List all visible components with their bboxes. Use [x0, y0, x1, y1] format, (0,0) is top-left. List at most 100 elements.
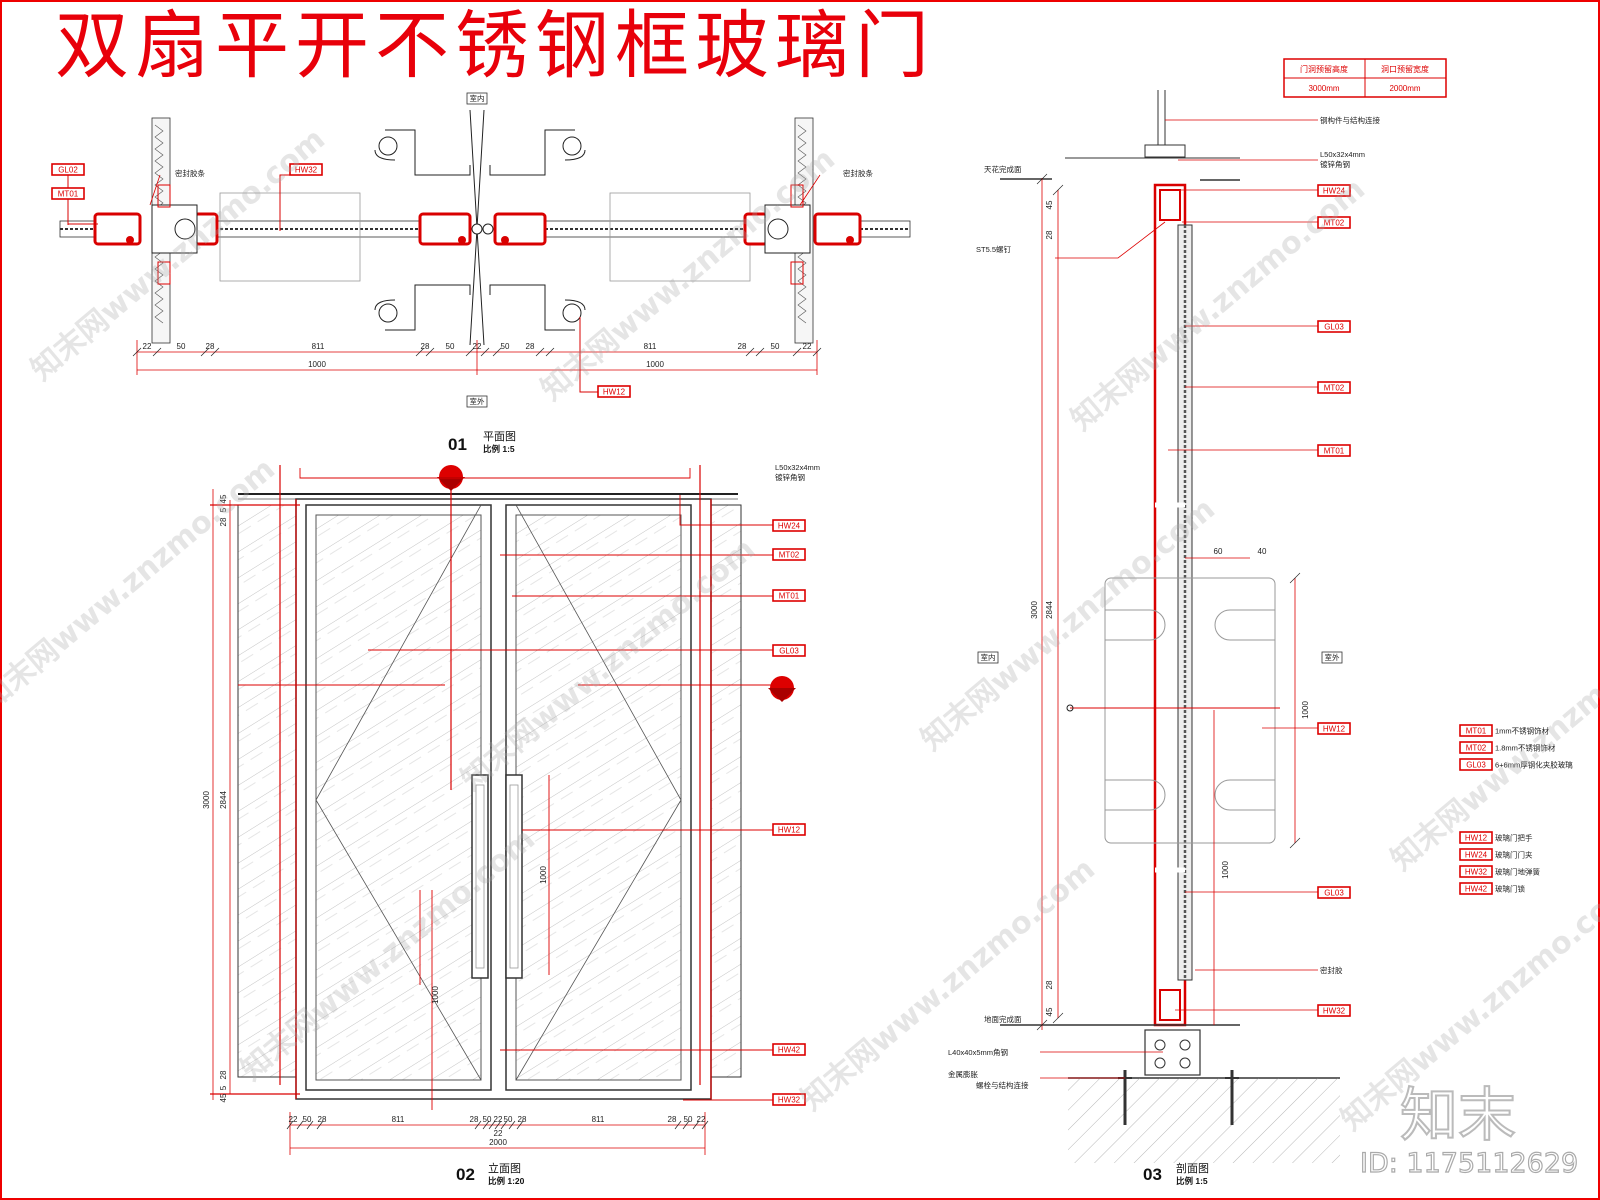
section-note-ceiling: 天花完成面	[984, 164, 1022, 174]
elev-handle-length: 1000	[539, 866, 548, 884]
legend-material-desc: 6+6mm厚钢化夹胶玻璃	[1495, 760, 1573, 770]
elevation-view: L50x32x4mm 镀锌角钢 3000 2844 45 5 28 28 5 4…	[202, 463, 822, 1186]
plan-tag-hw32: HW32	[289, 163, 323, 176]
elev-dim-tick	[474, 1120, 482, 1130]
sec-dim-40: 40	[1258, 547, 1267, 556]
elevation-scale: 比例 1:20	[488, 1176, 525, 1186]
plan-dim-label: 50	[446, 342, 455, 351]
plan-total-right: 1000	[646, 360, 664, 369]
elev-handle-height: 1000	[431, 986, 440, 1004]
sec-dim-45-top: 45	[1045, 200, 1054, 209]
section-note-bolt: 金属膨胀 螺栓与结构连接	[948, 1069, 1029, 1090]
elev-dim-5-top: 5	[219, 507, 228, 512]
plan-bottom-side: 室外	[470, 396, 485, 406]
sec-tag-hw24-0: HW24	[1317, 184, 1351, 197]
elev-dim-label: 50	[504, 1115, 513, 1124]
legend-material-mt02-box	[1459, 741, 1493, 754]
elev-tag-hw42-code: HW42	[778, 1046, 801, 1055]
sec-tag-gl03-2-box	[1317, 320, 1351, 333]
plan-dim-tick	[425, 347, 435, 357]
elev-dim-label: 811	[392, 1115, 405, 1124]
plan-dim-label: 28	[526, 342, 535, 351]
plan-dim-tick	[492, 347, 502, 357]
sec-dim-2844: 2844	[1045, 601, 1054, 619]
sec-tag-hw24-0-code: HW24	[1323, 187, 1346, 196]
plan-tag-hw32-box	[289, 163, 323, 176]
legend-hardware-hw32-code: HW32	[1465, 868, 1488, 877]
elev-dim-tick	[500, 1120, 508, 1130]
elevation-dimension-ticks	[286, 1120, 709, 1130]
section-note-angle: L50x32x4mm 镀锌角钢	[1320, 150, 1367, 169]
sec-tag-gl03-6-code: GL03	[1324, 889, 1344, 898]
elevation-title: 立面图	[488, 1161, 521, 1175]
plan-dim-label: 811	[312, 342, 325, 351]
section-note-floor: 地面完成面	[984, 1014, 1022, 1024]
legend-hardware-hw12-code: HW12	[1465, 834, 1488, 843]
section-left-side: 室内	[981, 652, 996, 662]
elev-dim-tick	[482, 1120, 490, 1130]
plan-scale: 比例 1:5	[483, 444, 515, 454]
elev-dim-tick	[296, 1120, 304, 1130]
legend-material-gl03-code: GL03	[1466, 761, 1486, 770]
legend-hardware-desc: 玻璃门把手	[1495, 833, 1533, 843]
sec-dim-45-bot: 45	[1045, 1007, 1054, 1016]
elev-dim-tick	[692, 1120, 700, 1130]
elev-dim-tick	[508, 1120, 516, 1130]
plan-dim-tick	[152, 347, 162, 357]
legend-material-mt01-code: MT01	[1466, 727, 1487, 736]
spec-header-height: 门洞预留高度	[1300, 64, 1348, 74]
elev-dim-label: 22	[289, 1115, 298, 1124]
sec-tag-mt02-3-code: MT02	[1324, 384, 1345, 393]
sec-dim-1000-height: 1000	[1221, 861, 1230, 879]
spec-value-height: 3000mm	[1308, 84, 1339, 93]
legend-material-mt02: MT02	[1459, 741, 1493, 754]
plan-tag-hw12-box	[597, 385, 631, 398]
elev-dim-45-top: 45	[219, 494, 228, 503]
plan-title: 平面图	[483, 430, 516, 443]
elev-tag-mt02: MT02	[772, 548, 806, 561]
elev-dim-28-bot: 28	[219, 1070, 228, 1079]
elev-dim-label: 28	[470, 1115, 479, 1124]
elev-tag-gl03-box	[772, 644, 806, 657]
plan-tag-gl02-box	[51, 163, 85, 176]
section-note-seal: 密封胶	[1320, 965, 1343, 975]
elev-dim-tick	[494, 1120, 502, 1130]
elev-dim-tick	[516, 1120, 524, 1130]
elev-tag-mt01-box	[772, 589, 806, 602]
elev-tag-mt02-box	[772, 548, 806, 561]
elevation-angle-note: L50x32x4mm 镀锌角钢	[775, 463, 822, 482]
image-id: ID: 1175112629	[1359, 1147, 1579, 1179]
elevation-number: 02	[456, 1165, 475, 1184]
plan-note-seal-right: 密封胶条	[843, 168, 873, 178]
sec-dim-1000-handle: 1000	[1301, 701, 1310, 719]
plan-dim-tick	[200, 347, 210, 357]
plan-dim-tick	[792, 347, 802, 357]
plan-note-seal-left: 密封胶条	[175, 168, 205, 178]
elev-dim-label: 22	[697, 1115, 706, 1124]
section-view: 45 28 3000 2844 28 45 60 40 1000 1000 室内…	[948, 90, 1380, 1186]
sec-tag-hw12-5-box	[1317, 722, 1351, 735]
legend-material-desc: 1.8mm不锈钢饰材	[1495, 743, 1556, 753]
legend-hardware-hw42-box	[1459, 882, 1493, 895]
elev-dim-label: 50	[483, 1115, 492, 1124]
legend-material-gl03-box	[1459, 758, 1493, 771]
legend-hardware-hw42-code: HW42	[1465, 885, 1488, 894]
elev-dim-label: 50	[684, 1115, 693, 1124]
brand-logo: 知末	[1399, 1080, 1517, 1150]
plan-dim-tick	[210, 347, 220, 357]
section-right-side: 室外	[1325, 652, 1341, 662]
legend-hardware-hw32-box	[1459, 865, 1493, 878]
elev-dim-label: 811	[592, 1115, 605, 1124]
elev-tag-hw42: HW42	[772, 1043, 806, 1056]
plan-tag-hw12-code: HW12	[603, 388, 626, 397]
legend-material-mt02-code: MT02	[1466, 744, 1487, 753]
section-note-screw: ST5.5螺钉	[976, 244, 1012, 254]
elev-dim-28-top: 28	[219, 517, 228, 526]
plan-tag-hw32-code: HW32	[295, 166, 318, 175]
elev-dim-label: 28	[518, 1115, 527, 1124]
plan-dim-label: 28	[421, 342, 430, 351]
elev-dim-45-bot: 45	[219, 1093, 228, 1102]
